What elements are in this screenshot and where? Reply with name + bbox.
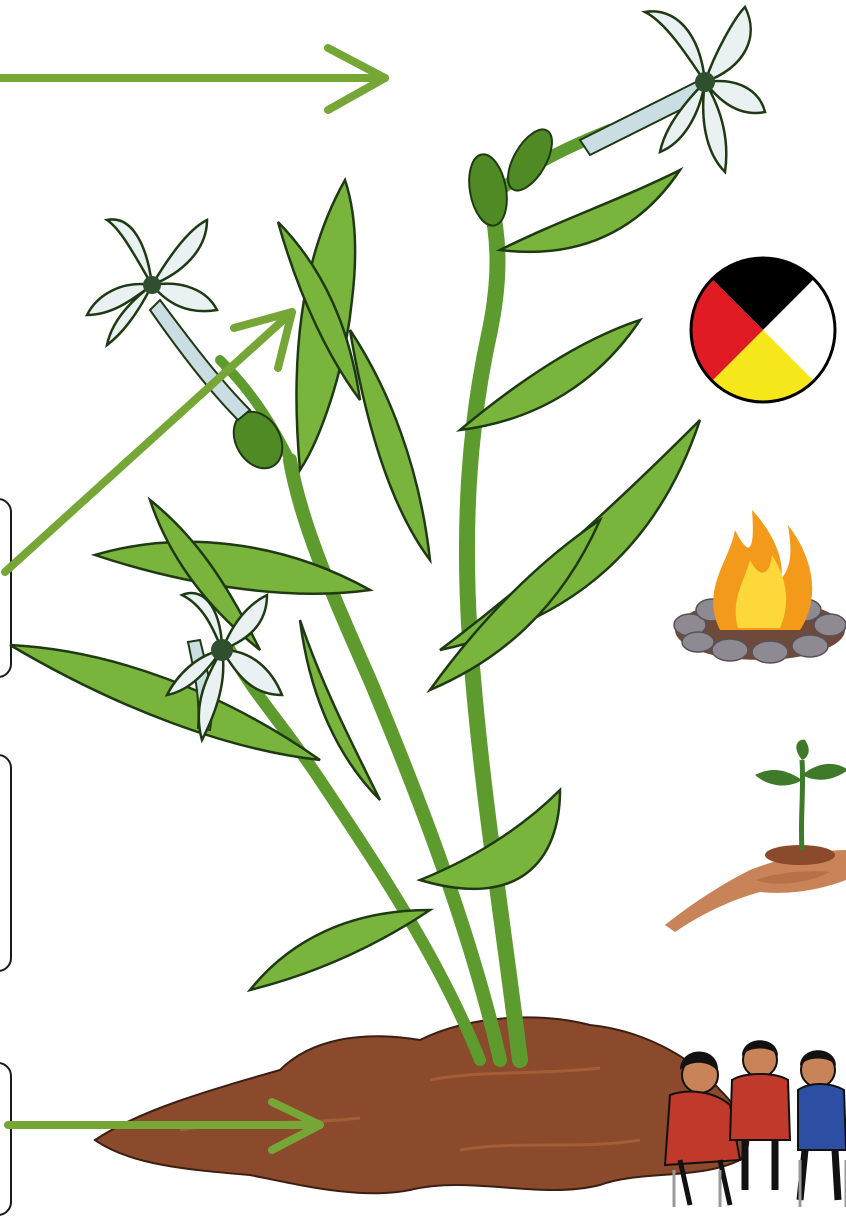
- person: [730, 1040, 790, 1190]
- leaf: [10, 645, 320, 760]
- people-in-circle-icon: [665, 1040, 846, 1207]
- tobacco-flower: [87, 219, 217, 345]
- leaf: [250, 910, 430, 990]
- person: [798, 1050, 846, 1200]
- arrow-top: [0, 48, 385, 110]
- tobacco-flower: [645, 7, 765, 172]
- leaf: [430, 520, 600, 690]
- campfire-icon: [674, 510, 846, 663]
- hand-with-seedling-icon: [665, 740, 846, 932]
- medicine-wheel-icon: [691, 258, 835, 402]
- soil-mound: [95, 1017, 748, 1193]
- leaf: [350, 330, 430, 560]
